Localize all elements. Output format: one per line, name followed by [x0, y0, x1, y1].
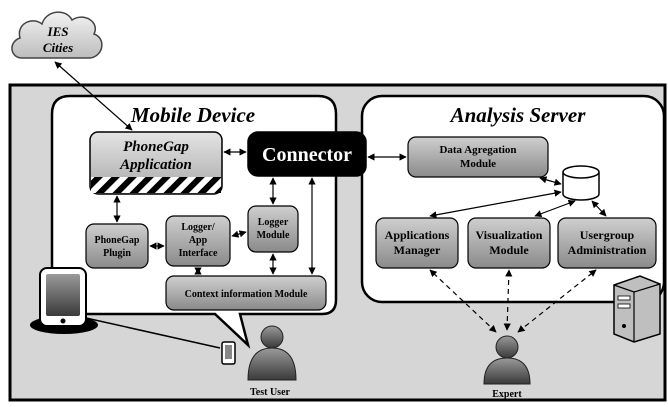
- arrow-expert-to-visualization: [503, 269, 513, 331]
- mobile-device-title: Mobile Device: [130, 103, 255, 127]
- phonegap-app-line2: Application: [119, 157, 192, 173]
- logger-app-line3: Interface: [179, 248, 218, 259]
- context-information-module-box: Context information Module: [165, 275, 327, 311]
- database-icon: [562, 165, 600, 201]
- arrow-db-to-apps-manager: [429, 189, 562, 219]
- arrow-db-to-usergroup: [591, 200, 607, 217]
- visualization-line1: Visualization: [476, 228, 543, 242]
- expert-icon: [483, 335, 531, 385]
- usergroup-administration-box: Usergroup Administration: [557, 217, 657, 269]
- test-user-icon: [221, 325, 297, 381]
- phonegap-app-line1: PhoneGap: [123, 139, 189, 155]
- expert-label: Expert: [492, 389, 522, 400]
- data-agg-line1: Data Agregation: [439, 144, 516, 156]
- phonegap-application-box: PhoneGap Application: [89, 131, 223, 195]
- connection-arrows: [54, 61, 607, 275]
- cloud-label-line2: Cities: [43, 40, 73, 55]
- apps-manager-line2: Manager: [394, 243, 441, 257]
- logger-module-box: Logger Module: [247, 205, 299, 253]
- visualization-module-box: Visualization Module: [467, 217, 551, 269]
- phonegap-plugin-box: PhoneGap Plugin: [85, 223, 149, 269]
- smartphone-icon: [30, 267, 98, 334]
- logger-app-line1: Logger/: [181, 222, 215, 233]
- ies-cities-cloud: IES Cities: [11, 11, 103, 59]
- analysis-server-title: Analysis Server: [449, 103, 587, 127]
- connector-box: Connector: [247, 131, 367, 177]
- data-aggregation-module-box: Data Agregation Module: [407, 136, 549, 178]
- arrow-logger-app-to-logger-module: [231, 230, 247, 238]
- logger-module-line2: Module: [257, 230, 290, 241]
- logger-module-line1: Logger: [258, 217, 289, 228]
- applications-manager-box: Applications Manager: [375, 217, 459, 269]
- apps-manager-line1: Applications: [385, 228, 450, 242]
- arrow-cloud-to-app: [54, 61, 133, 131]
- data-agg-line2: Module: [460, 158, 496, 170]
- arrow-db-to-visualization: [534, 199, 576, 218]
- usergroup-line1: Usergroup: [580, 228, 635, 242]
- connector-label: Connector: [262, 144, 352, 166]
- phonegap-plugin-line2: Plugin: [103, 248, 131, 259]
- phone-to-mobile-line: [85, 317, 221, 349]
- arrow-expert-to-apps-manager: [429, 269, 497, 333]
- arrow-expert-to-usergroup: [517, 269, 597, 333]
- test-user-label: Test User: [250, 387, 290, 398]
- arrow-data-agg-to-db: [539, 176, 562, 186]
- logger-app-line2: App: [189, 235, 208, 246]
- phonegap-plugin-line1: PhoneGap: [94, 235, 139, 246]
- logger-app-interface-box: Logger/ App Interface: [165, 215, 231, 267]
- expert-dashed-arrows: [429, 269, 597, 333]
- usergroup-line2: Administration: [568, 243, 647, 257]
- server-tower-icon: [613, 275, 661, 343]
- cloud-label-line1: IES: [47, 24, 69, 39]
- context-module-label: Context information Module: [185, 289, 308, 300]
- visualization-line2: Module: [489, 243, 529, 257]
